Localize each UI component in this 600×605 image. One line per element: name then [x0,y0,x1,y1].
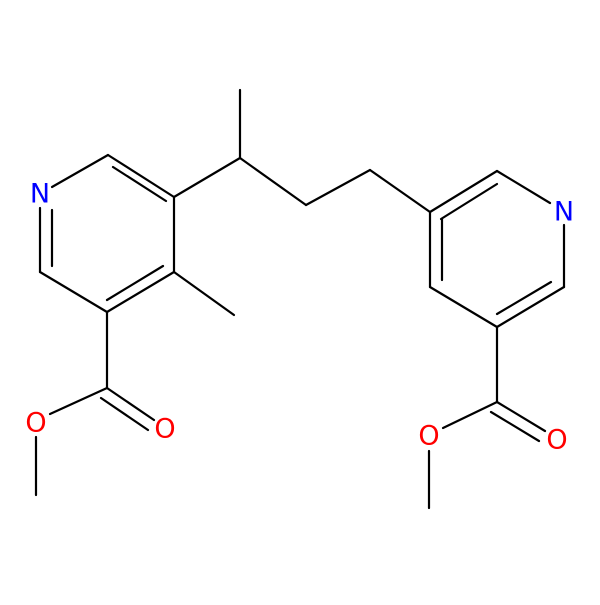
bond-right-ring-c5-c4 [428,285,499,329]
bond-left-ester-c-oether [48,386,109,416]
bond-left-ring-c5-c6 [38,270,109,314]
bond-chain-ring-to-ch [172,156,242,199]
bond-right-ring-c3-c2-inner [439,182,499,221]
atom-o-left-ether: O [25,408,46,439]
bond-left-ring-c4-c5-inner [105,264,165,302]
bond-left-methyl [172,270,236,317]
atom-n-left: N [30,179,50,210]
bond-right-ring-c6-c5-inner [495,280,553,316]
bond-right-ester-c-oether [441,400,499,430]
bonds-group [34,88,566,510]
bond-left-ring-c4-c5 [105,270,176,314]
atom-o-left-carbonyl: O [154,414,175,445]
bond-right-ring-c6-c5 [495,285,566,329]
atom-n-right: N [554,197,574,228]
bond-right-ester-carbonyl-o [495,400,547,433]
bond-chain-ch2-ring [368,168,432,214]
atom-o-right-ether: O [418,421,439,452]
bond-chain-ch2-ch2 [304,168,372,207]
bond-left-ring-n-c2 [50,153,110,189]
bond-left-ester-carbonyl-o [105,386,156,422]
bond-left-ring-c2-c3-inner [111,165,168,203]
bond-left-ring-c2-c3 [106,153,176,199]
bond-right-ester-carbonyl-o-2 [489,410,541,443]
bond-chain-ch-ch2 [238,156,308,207]
bond-right-ring-c2-n [495,169,552,205]
bond-right-ring-c3-c2 [428,169,499,214]
bond-left-ester-carbonyl-o-2 [99,396,150,432]
atom-o-right-carbonyl: O [546,425,567,456]
